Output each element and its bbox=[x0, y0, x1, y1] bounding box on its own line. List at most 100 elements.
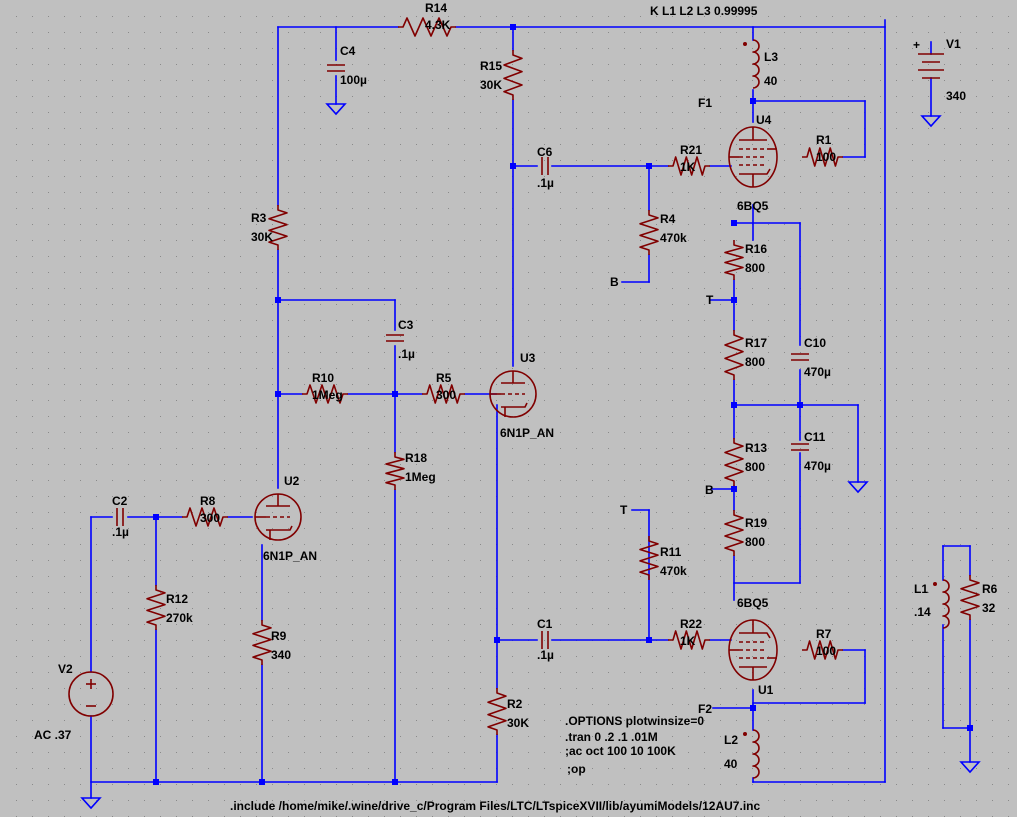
resistor-R10 bbox=[302, 384, 348, 404]
resistor-R10-name: R10 bbox=[312, 371, 334, 385]
wire-junction bbox=[731, 486, 737, 492]
capacitor-C10-name: C10 bbox=[804, 336, 826, 350]
ground-V1 bbox=[920, 115, 942, 128]
tube-U3-name: U3 bbox=[520, 351, 536, 365]
source-V2-name: V2 bbox=[58, 662, 73, 676]
wires bbox=[90, 19, 973, 799]
ground-L1 bbox=[959, 761, 981, 774]
resistor-R21 bbox=[668, 156, 710, 176]
resistor-R16 bbox=[724, 240, 744, 280]
resistor-R4 bbox=[639, 210, 659, 255]
wire-junction bbox=[510, 163, 516, 169]
battery-V1-plus: + bbox=[913, 38, 920, 52]
ground-main bbox=[80, 797, 102, 810]
capacitor-C3-name: C3 bbox=[398, 318, 414, 332]
resistor-R13-value: 800 bbox=[745, 460, 765, 474]
wire-junction bbox=[646, 163, 652, 169]
wire-junction bbox=[731, 220, 737, 226]
resistor-R7-name: R7 bbox=[816, 627, 832, 641]
capacitor-C2 bbox=[116, 508, 124, 526]
resistor-R6-name: R6 bbox=[982, 582, 998, 596]
tube-U2-model: 6N1P_AN bbox=[263, 549, 317, 563]
resistor-R14-value: 4.3K bbox=[425, 18, 451, 32]
resistor-R8 bbox=[182, 507, 228, 527]
wire-junction bbox=[731, 297, 737, 303]
resistor-R15 bbox=[503, 50, 523, 100]
inductor-L2-value: 40 bbox=[724, 757, 738, 771]
resistor-R9-name: R9 bbox=[271, 629, 287, 643]
resistor-R11-value: 470k bbox=[660, 564, 687, 578]
resistor-R2-value: 30K bbox=[507, 716, 529, 730]
wire-junction bbox=[153, 779, 159, 785]
capacitor-C3-value: .1µ bbox=[398, 347, 415, 361]
resistor-R14 bbox=[398, 17, 456, 37]
tube-U2-name: U2 bbox=[284, 474, 300, 488]
tube-U2 bbox=[254, 493, 302, 541]
wire-junction bbox=[750, 98, 756, 104]
resistor-R17-value: 800 bbox=[745, 355, 765, 369]
resistor-R15-name: R15 bbox=[480, 59, 502, 73]
inductor-L2-name: L2 bbox=[724, 733, 738, 747]
resistor-R21-name: R21 bbox=[680, 143, 702, 157]
capacitor-C4-name: C4 bbox=[340, 44, 356, 58]
capacitor-C3 bbox=[386, 334, 404, 342]
net-label-T: T bbox=[706, 293, 714, 307]
capacitor-C11 bbox=[791, 443, 809, 451]
resistor-R16-name: R16 bbox=[745, 242, 767, 256]
inductor-L2 bbox=[743, 729, 760, 779]
wire-junction bbox=[494, 637, 500, 643]
net-label-B: B bbox=[705, 483, 714, 497]
resistor-R14-name: R14 bbox=[425, 1, 447, 15]
resistor-R22 bbox=[668, 630, 710, 650]
capacitor-C6-value: .1µ bbox=[537, 176, 554, 190]
resistor-R6 bbox=[960, 575, 980, 620]
wire-junction bbox=[275, 297, 281, 303]
resistor-R18 bbox=[385, 452, 405, 490]
capacitor-C11-value: 470µ bbox=[804, 459, 831, 473]
inductor-L3-value: 40 bbox=[764, 74, 778, 88]
inductor-L3-name: L3 bbox=[764, 50, 778, 64]
net-label-B: B bbox=[610, 275, 619, 289]
wire-junction bbox=[731, 402, 737, 408]
battery-V1 bbox=[918, 53, 944, 79]
battery-V1-name: V1 bbox=[946, 37, 961, 51]
battery-V1-value: 340 bbox=[946, 89, 966, 103]
source-V2 bbox=[68, 671, 114, 717]
tube-U4-model: 6BQ5 bbox=[737, 199, 769, 213]
resistor-R7-value: 100 bbox=[816, 644, 836, 658]
net-label-T: T bbox=[620, 503, 628, 517]
resistor-R5-name: R5 bbox=[436, 371, 452, 385]
net-label-F2: F2 bbox=[698, 702, 712, 716]
resistor-R3-value: 30K bbox=[251, 230, 273, 244]
inductor-L1 bbox=[933, 579, 950, 629]
directive-options: .OPTIONS plotwinsize=0 bbox=[565, 714, 704, 728]
tube-U3 bbox=[489, 370, 537, 418]
net-label-F1: F1 bbox=[698, 96, 712, 110]
resistor-R6-value: 32 bbox=[982, 601, 996, 615]
directive-include: .include /home/mike/.wine/drive_c/Progra… bbox=[230, 799, 760, 813]
directive-op: ;op bbox=[567, 762, 586, 776]
capacitor-C2-name: C2 bbox=[112, 494, 128, 508]
ground-C11 bbox=[847, 481, 869, 494]
tube-U1-model: 6BQ5 bbox=[737, 596, 769, 610]
capacitor-C1-value: .1µ bbox=[537, 648, 554, 662]
capacitor-C2-value: .1µ bbox=[112, 525, 129, 539]
tube-U3-model: 6N1P_AN bbox=[500, 426, 554, 440]
tube-U1 bbox=[728, 619, 778, 681]
resistor-R21-value: 1K bbox=[680, 160, 696, 174]
wire-junction bbox=[153, 514, 159, 520]
resistor-R12-name: R12 bbox=[166, 592, 188, 606]
directive-coupling: K L1 L2 L3 0.99995 bbox=[650, 4, 758, 18]
wire-junction bbox=[510, 24, 516, 30]
wire-junction bbox=[275, 391, 281, 397]
wire-junction bbox=[797, 402, 803, 408]
resistor-R2 bbox=[487, 688, 507, 735]
resistor-R8-name: R8 bbox=[200, 494, 216, 508]
resistor-R17-name: R17 bbox=[745, 336, 767, 350]
resistor-R3-name: R3 bbox=[251, 211, 267, 225]
resistor-R10-value: 1Meg bbox=[312, 388, 343, 402]
resistor-R19 bbox=[724, 510, 744, 556]
resistor-R18-name: R18 bbox=[405, 451, 427, 465]
inductor-L1-value: .14 bbox=[914, 605, 931, 619]
tube-U4 bbox=[728, 126, 778, 188]
